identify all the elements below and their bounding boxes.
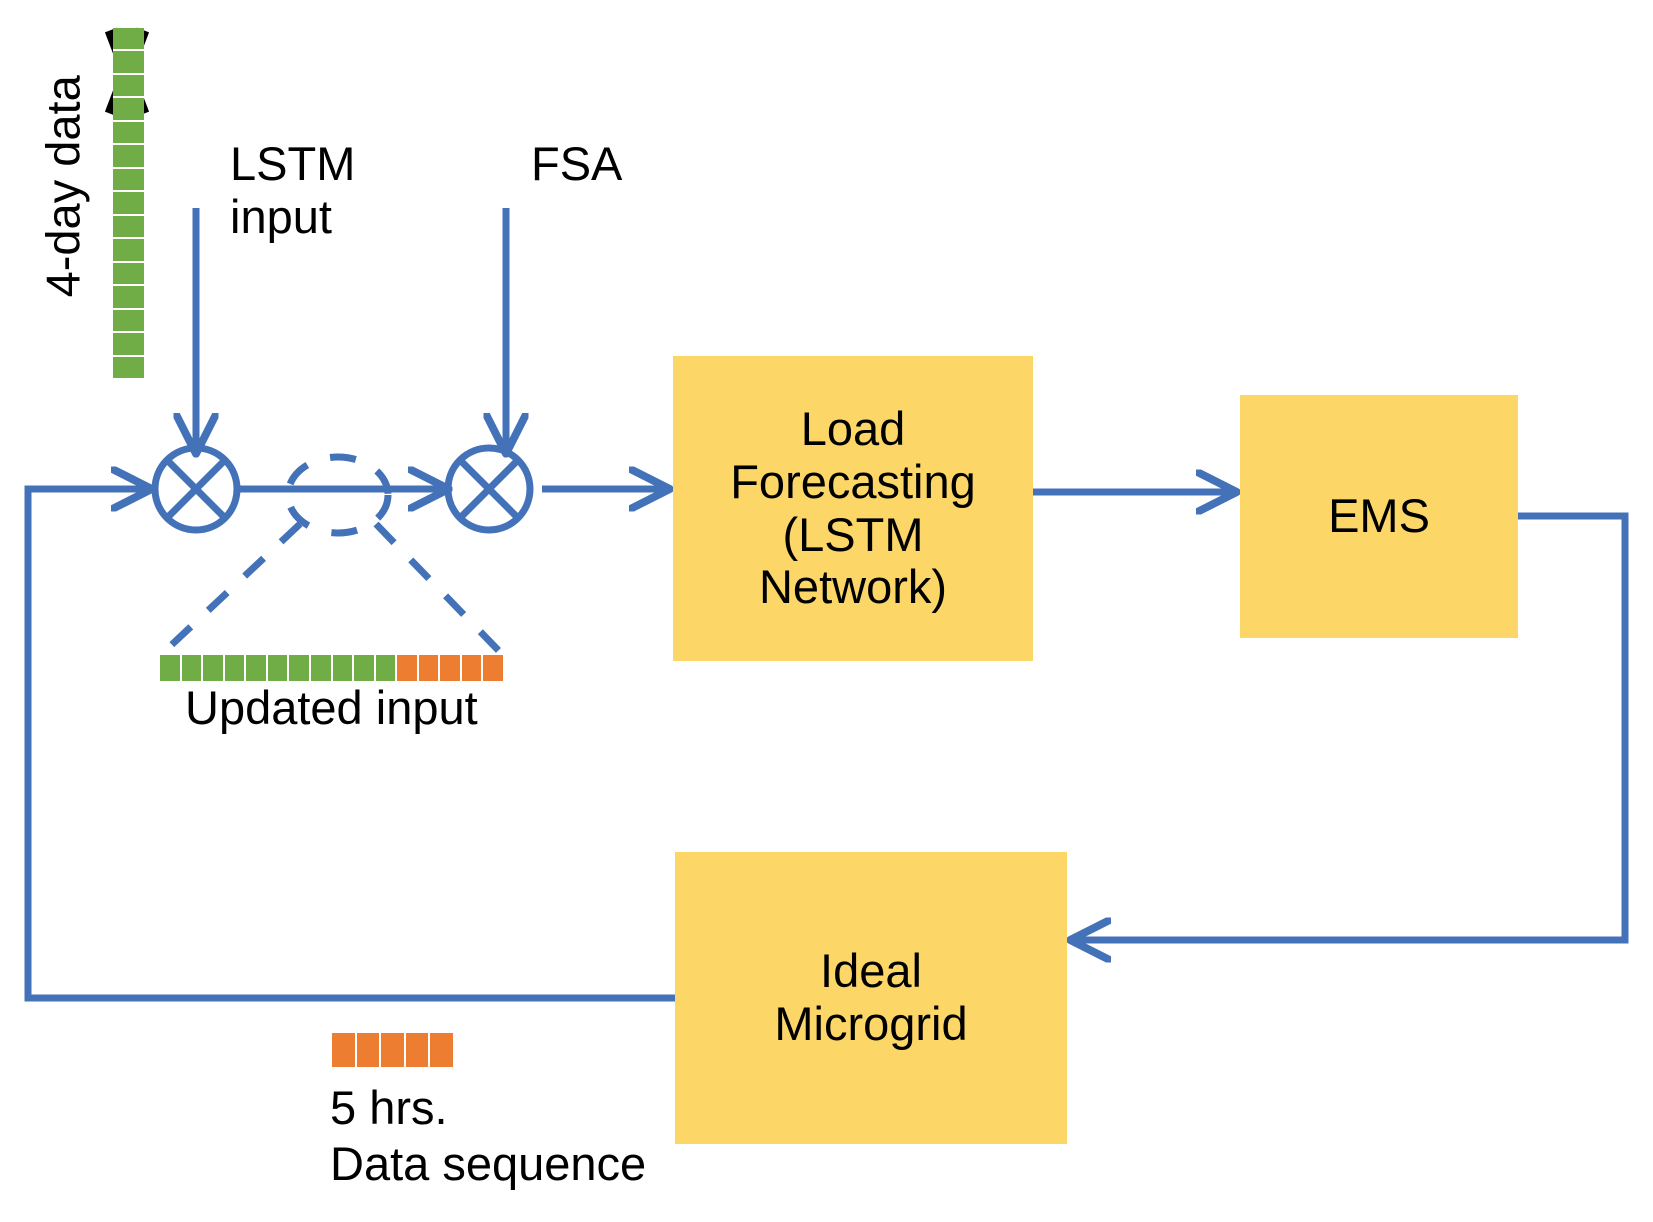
connector-feedback-loop: [24, 489, 675, 1002]
four-day-data-bar: [113, 28, 144, 379]
bar-segment-green: [332, 655, 355, 681]
bar-segment: [113, 192, 144, 216]
bar-segment-orange: [430, 1033, 453, 1067]
mixer-1-crossed-circle: [151, 444, 241, 534]
bar-segment: [113, 262, 144, 287]
callout-dashed-line-right: [373, 521, 503, 655]
bar-segment-orange: [332, 1033, 357, 1067]
bar-segment: [113, 51, 144, 75]
bar-segment: [113, 28, 144, 52]
callout-dashed-ellipse: [284, 453, 392, 537]
lstm-input-label: LSTM input: [230, 137, 356, 243]
ems-box[interactable]: EMS: [1240, 395, 1518, 638]
bar-segment: [113, 286, 144, 310]
bar-segment-orange: [405, 1033, 431, 1067]
bar-segment-green: [203, 655, 225, 681]
fsa-label: FSA: [531, 137, 623, 190]
bar-segment: [113, 356, 144, 379]
bar-segment-green: [289, 655, 311, 681]
bar-segment-green: [267, 655, 290, 681]
bar-segment-green: [181, 655, 204, 681]
bar-segment-orange: [418, 655, 441, 681]
bar-segment-orange: [461, 655, 484, 681]
data-sequence-label: Data sequence: [330, 1137, 647, 1190]
bar-segment: [113, 168, 144, 193]
four-day-data-label: 4-day data: [36, 75, 90, 298]
five-hrs-legend-bar: [332, 1033, 453, 1067]
updated-input-label: Updated input: [185, 681, 478, 734]
bar-segment: [113, 215, 144, 240]
bar-segment: [113, 333, 144, 357]
callout-dashed-line-left: [161, 521, 303, 655]
load-forecasting-box[interactable]: Load Forecasting (LSTM Network): [673, 356, 1033, 661]
connector-ems-to-ideal-microgrid: [1072, 512, 1629, 940]
bar-segment-orange: [440, 655, 462, 681]
updated-input-bar: [160, 655, 503, 681]
bar-segment-orange: [381, 1033, 406, 1067]
bar-segment-orange: [356, 1033, 382, 1067]
ideal-microgrid-box[interactable]: Ideal Microgrid: [675, 852, 1067, 1144]
five-hrs-label: 5 hrs.: [330, 1081, 448, 1134]
bar-segment-green: [160, 655, 182, 681]
bar-segment-orange: [397, 655, 419, 681]
bar-segment-green: [375, 655, 398, 681]
bar-segment-green: [354, 655, 376, 681]
bar-segment: [113, 309, 144, 334]
bar-segment-orange: [483, 655, 503, 681]
mixer-2-crossed-circle: [444, 444, 534, 534]
bar-segment: [113, 98, 144, 122]
bar-segment: [113, 121, 144, 146]
bar-segment: [113, 74, 144, 99]
bar-segment: [113, 145, 144, 169]
bar-segment: [113, 239, 144, 263]
bar-segment-green: [310, 655, 333, 681]
bar-segment-green: [224, 655, 247, 681]
bar-segment-green: [246, 655, 268, 681]
